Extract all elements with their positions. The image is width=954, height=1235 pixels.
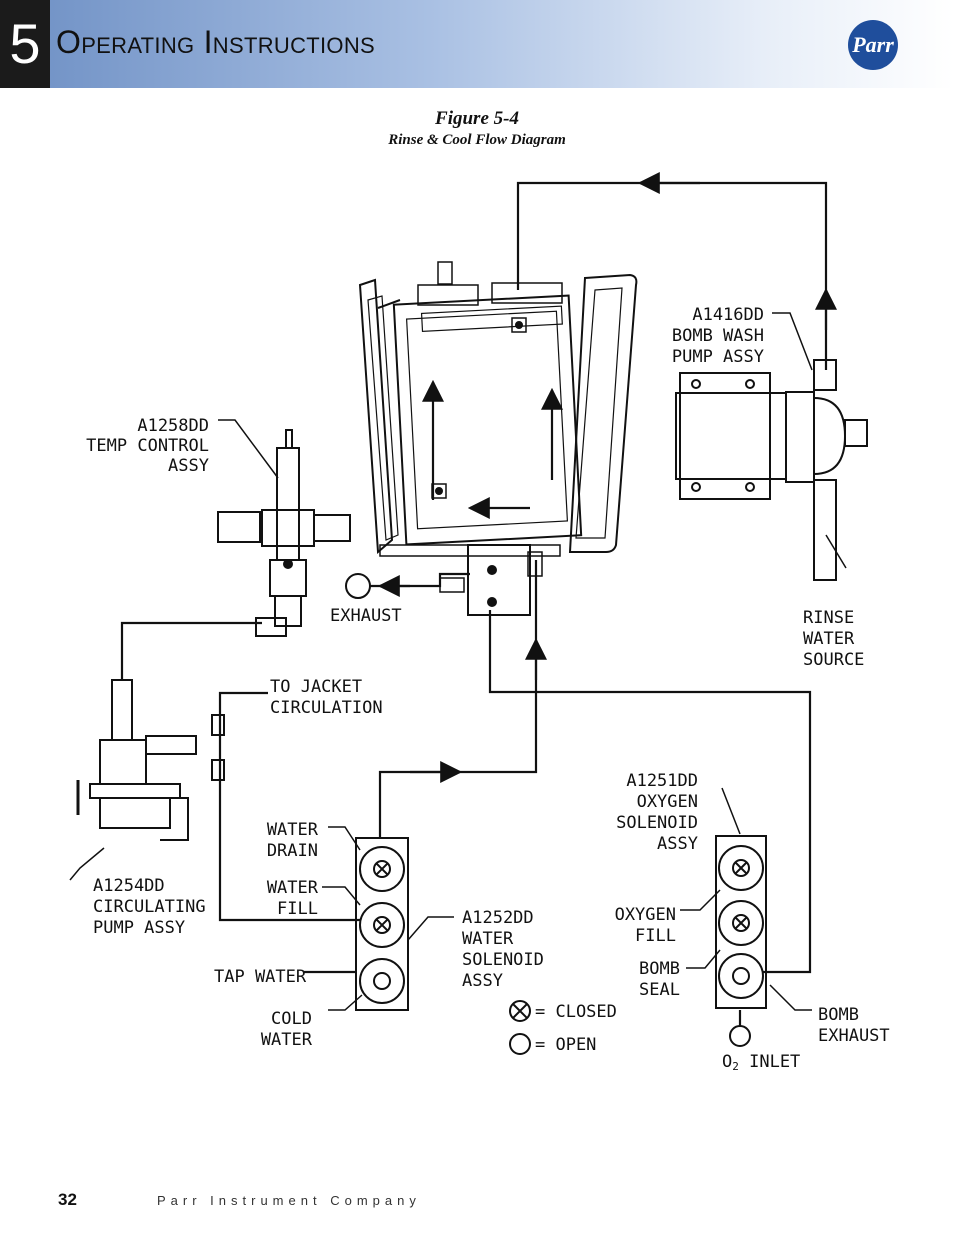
label-jacket-1: TO JACKET — [270, 677, 362, 697]
chapter-number: 5 — [0, 0, 50, 88]
label-rinse-3: SOURCE — [803, 650, 864, 670]
label-water-sol-4: ASSY — [462, 971, 503, 991]
legend-closed-label: = CLOSED — [535, 1002, 617, 1022]
label-bomb-seal-2: SEAL — [639, 980, 680, 1000]
label-circ-pump-3: PUMP ASSY — [93, 918, 185, 938]
header-bar — [0, 0, 954, 88]
figure-caption: Figure 5-4 Rinse & Cool Flow Diagram — [0, 108, 954, 149]
circulating-pump — [76, 679, 225, 841]
o2-inlet-valve-icon — [729, 1025, 751, 1047]
oxygen-solenoid-assy — [715, 835, 767, 1009]
chapter-title: Operating Instructions — [56, 24, 375, 60]
page-number: 32 — [58, 1190, 77, 1209]
footer-company: Parr Instrument Company — [157, 1193, 421, 1208]
label-temp-control-3: ASSY — [168, 456, 209, 476]
parr-logo: Parr — [848, 20, 898, 70]
legend: = CLOSED = OPEN — [509, 1000, 617, 1055]
label-oxygen-sol-2: OXYGEN — [637, 792, 698, 812]
figure-number: Figure 5-4 — [435, 108, 519, 129]
diagram-labels: A1258DD TEMP CONTROL ASSY A1416DD BOMB W… — [86, 305, 889, 1073]
legend-open-label: = OPEN — [535, 1035, 596, 1055]
leader-lines — [69, 312, 847, 1011]
label-exhaust: EXHAUST — [330, 606, 402, 626]
label-temp-control-1: A1258DD — [137, 416, 209, 436]
label-oxygen-sol-4: ASSY — [657, 834, 698, 854]
label-temp-control-2: TEMP CONTROL — [86, 436, 209, 456]
label-oxygen-sol-3: SOLENOID — [616, 813, 698, 833]
label-bomb-exhaust-2: EXHAUST — [818, 1026, 890, 1046]
label-circ-pump-1: A1254DD — [93, 876, 165, 896]
label-jacket-2: CIRCULATION — [270, 698, 383, 718]
label-bomb-seal-1: BOMB — [639, 959, 680, 979]
label-rinse-1: RINSE — [803, 608, 854, 628]
label-water-drain-2: DRAIN — [267, 841, 318, 861]
label-tap-water: TAP WATER — [214, 967, 307, 987]
label-cold-water-1: COLD — [271, 1009, 312, 1029]
bomb-wash-pump — [675, 359, 868, 581]
label-bomb-exhaust-1: BOMB — [818, 1005, 859, 1025]
label-water-sol-2: WATER — [462, 929, 514, 949]
calorimeter-body — [358, 261, 638, 616]
water-drain-line — [378, 560, 538, 838]
label-oxygen-sol-1: A1251DD — [626, 771, 698, 791]
label-o2-inlet: O2 INLET — [722, 1052, 800, 1073]
label-cold-water-2: WATER — [261, 1030, 313, 1050]
figure-title: Rinse & Cool Flow Diagram — [388, 132, 566, 148]
label-circ-pump-2: CIRCULATING — [93, 897, 206, 917]
exhaust-line — [370, 572, 470, 588]
temp-control-assy — [217, 429, 351, 637]
bomb-exhaust-line — [488, 610, 812, 974]
label-water-sol-3: SOLENOID — [462, 950, 544, 970]
label-water-sol-1: A1252DD — [462, 908, 534, 928]
water-solenoid-assy — [355, 837, 409, 1011]
label-bomb-wash-1: A1416DD — [692, 305, 764, 325]
flow-lines — [120, 172, 837, 1028]
pump-to-temp-line — [120, 621, 262, 680]
label-bomb-wash-2: BOMB WASH — [672, 326, 764, 346]
label-oxygen-fill-1: OXYGEN — [615, 905, 676, 925]
label-bomb-wash-3: PUMP ASSY — [672, 347, 764, 367]
exhaust-valve-icon — [345, 573, 371, 599]
label-water-fill-1: WATER — [267, 878, 319, 898]
legend-closed-icon — [509, 1000, 531, 1022]
jacket-line — [218, 691, 360, 922]
legend-open-icon — [509, 1033, 531, 1055]
label-water-drain-1: WATER — [267, 820, 319, 840]
label-rinse-2: WATER — [803, 629, 855, 649]
label-oxygen-fill-2: FILL — [635, 926, 676, 946]
label-water-fill-2: FILL — [277, 899, 318, 919]
